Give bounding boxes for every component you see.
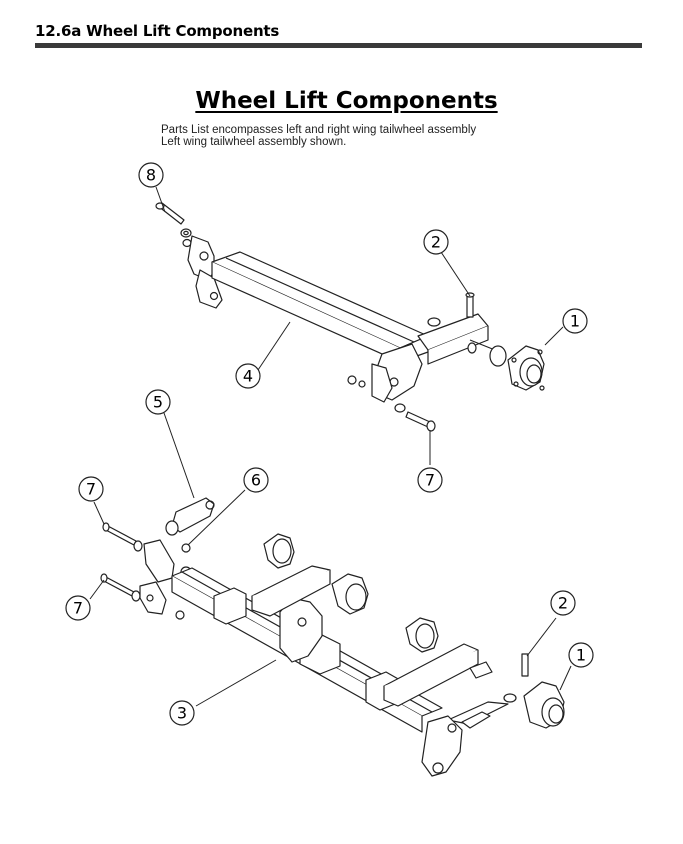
section-header: 12.6a Wheel Lift Components — [35, 22, 642, 48]
section-title: 12.6a Wheel Lift Components — [35, 22, 280, 40]
callout-6: 6 — [243, 467, 269, 493]
callout-7-mid: 7 — [417, 467, 443, 493]
callout-2-bottom: 2 — [550, 590, 576, 616]
parts-note-line-1: Parts List encompasses left and right wi… — [161, 124, 477, 136]
link-5-part — [165, 497, 215, 553]
hub-part-lower-b — [331, 573, 369, 615]
svg-text:2: 2 — [558, 594, 568, 613]
svg-text:1: 1 — [576, 646, 586, 665]
parts-note-line-2: Left wing tailwheel assembly shown. — [161, 136, 347, 148]
bolt-7-part-top — [394, 403, 436, 432]
hub-1-part-bottom — [523, 681, 565, 729]
callout-8-top: 8 — [138, 162, 164, 188]
callout-7-bottom: 7 — [65, 595, 91, 621]
hub-part-lower-c — [405, 617, 439, 653]
svg-text:5: 5 — [153, 393, 163, 412]
svg-text:7: 7 — [425, 471, 435, 490]
upper-main-beam — [211, 251, 429, 363]
pin-2-part-bottom — [521, 653, 529, 677]
hub-part-lower-a — [263, 533, 295, 569]
callout-3: 3 — [169, 700, 195, 726]
lower-axle-assembly — [100, 497, 565, 777]
upper-spindle — [417, 313, 501, 365]
svg-text:4: 4 — [243, 367, 253, 386]
callout-7-left: 7 — [78, 476, 104, 502]
bolt-8-part — [155, 202, 192, 248]
drawing-title-wrap: Wheel Lift Components — [0, 88, 683, 114]
svg-text:2: 2 — [431, 233, 441, 252]
callout-1-top: 1 — [562, 308, 588, 334]
svg-text:7: 7 — [73, 599, 83, 618]
svg-text:6: 6 — [251, 471, 261, 490]
svg-text:1: 1 — [570, 312, 580, 331]
callouts: 8 2 1 4 5 7 7 6 7 2 1 3 — [65, 162, 594, 726]
hub-1-part-top — [489, 345, 545, 391]
upper-axle-assembly — [155, 202, 545, 432]
callout-1-bottom: 1 — [568, 642, 594, 668]
section-divider — [35, 43, 642, 48]
svg-text:8: 8 — [146, 166, 156, 185]
leader-lines — [89, 186, 572, 707]
svg-text:3: 3 — [177, 704, 187, 723]
callout-2-top: 2 — [423, 229, 449, 255]
pin-2-part-top — [465, 292, 475, 318]
svg-text:7: 7 — [86, 480, 96, 499]
callout-5: 5 — [145, 389, 171, 415]
drawing-title: Wheel Lift Components — [195, 88, 498, 114]
callout-4: 4 — [235, 363, 261, 389]
